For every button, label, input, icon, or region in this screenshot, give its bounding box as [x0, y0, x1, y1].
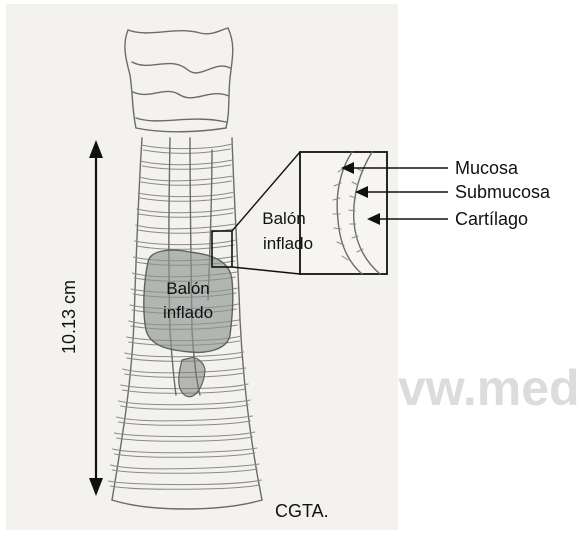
inset-box — [300, 152, 387, 274]
inset-label-line2: inflado — [263, 234, 313, 253]
inflated-balloon — [144, 250, 233, 352]
inset-label-line1: Balón — [262, 209, 305, 228]
balloon-label-line2: inflado — [163, 303, 213, 322]
layer-label-mucosa: Mucosa — [455, 158, 519, 178]
layer-label-cartilago: Cartílago — [455, 209, 528, 229]
signature-text: CGTA. — [275, 501, 329, 521]
balloon-label-line1: Balón — [166, 279, 209, 298]
measurement-label: 10.13 cm — [59, 280, 79, 354]
watermark-text: vw.medig — [398, 360, 583, 416]
layer-label-submucosa: Submucosa — [455, 182, 551, 202]
